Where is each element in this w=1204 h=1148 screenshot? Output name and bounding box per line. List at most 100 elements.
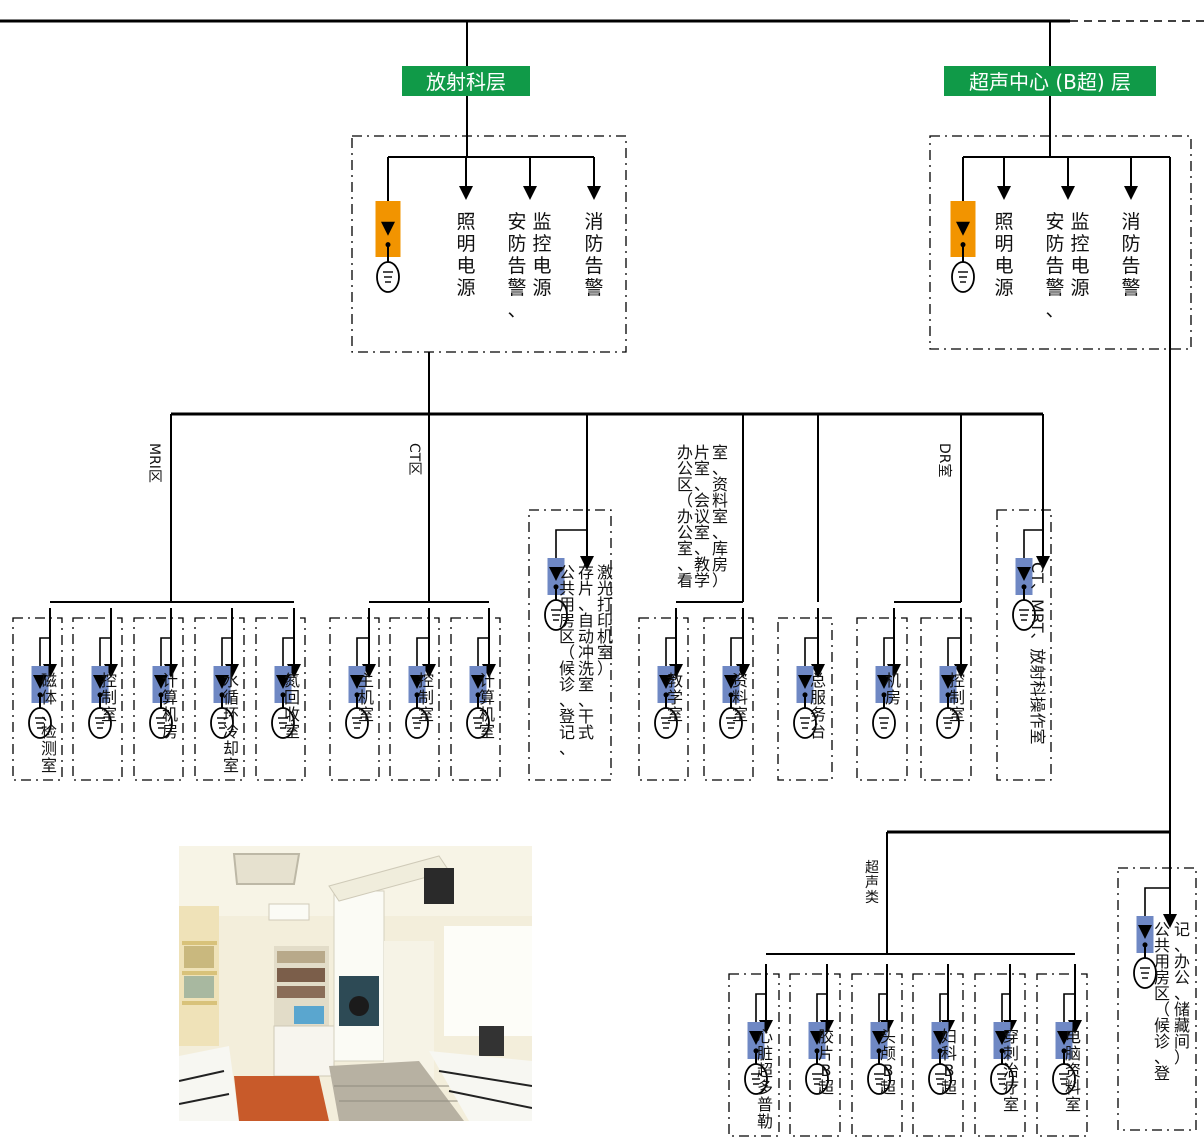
- breaker-feed: [1001, 993, 1010, 1022]
- operation-room-label: CT、MRT、放射科操作室: [1028, 562, 1047, 744]
- floor-panel-frame: [351, 135, 627, 353]
- breaker-feed: [416, 637, 429, 666]
- breaker-feed: [221, 637, 232, 666]
- arrow-down-icon: [587, 186, 601, 200]
- arrow-down-icon: [810, 1030, 824, 1045]
- arrow-down-icon: [381, 221, 395, 236]
- arrow-down-icon: [350, 674, 364, 689]
- arrow-down-icon: [471, 674, 485, 689]
- branch-label-ct: CT区: [406, 443, 422, 475]
- room-us-0-frame: [728, 973, 780, 1137]
- arrow-down-icon: [523, 186, 537, 200]
- breaker-feed: [99, 637, 111, 666]
- room-us-3-frame: [912, 973, 964, 1137]
- room-dr-1-label: 控制室: [949, 671, 965, 724]
- arrow-down-icon: [872, 1030, 886, 1045]
- room-us-5-frame: [1036, 973, 1088, 1137]
- arrow-down-icon: [93, 674, 107, 689]
- room-ct-1-frame: [389, 617, 440, 781]
- room-ct-0-label: 主机室: [358, 671, 374, 724]
- floor-label-bg: [944, 66, 1156, 96]
- room-us-5-label: 电脑资料室: [1065, 1027, 1081, 1114]
- room-dr-1-frame: [920, 617, 972, 781]
- laser-room-label-3: 公共用房区（候诊、登记、: [559, 563, 575, 758]
- room-public-us-frame: [1117, 867, 1197, 1131]
- arrow-down-icon: [995, 1030, 1009, 1045]
- branch-label-dr: DR室: [936, 443, 953, 478]
- room-us-4-label: 穿刺治疗室: [1003, 1027, 1019, 1114]
- arrow-down-icon: [459, 186, 473, 200]
- service-security: 安防告警、: [1045, 211, 1064, 321]
- laser-room-label-2: 存片、自动冲洗室、干式: [578, 563, 594, 742]
- room-dr-0-frame: [856, 617, 908, 781]
- room-mri-3-frame: [194, 617, 245, 781]
- arrow-down-icon: [1017, 566, 1031, 581]
- room-ct-1-label: 控制室: [418, 671, 434, 724]
- breaker-feed: [477, 637, 489, 666]
- service-lighting: 照明电源: [994, 211, 1013, 299]
- breaker-feed: [947, 637, 961, 666]
- service-monitor: 监控电源: [532, 211, 551, 299]
- arrow-down-icon: [941, 674, 955, 689]
- room-mri-1-label: 控制室: [101, 671, 117, 724]
- room-office-0-label: 教学室: [667, 671, 683, 724]
- service-lighting: 照明电源: [456, 211, 475, 299]
- floor-panel-frame: [929, 135, 1192, 350]
- breaker-feed: [356, 637, 369, 666]
- breaker-feed: [755, 993, 766, 1022]
- room-office-1-frame: [703, 617, 754, 781]
- room-office-1-label: 资料室: [732, 671, 748, 724]
- room-desk-label: 总服务台: [810, 671, 826, 741]
- arrow-down-icon: [954, 664, 968, 678]
- arrow-down-icon: [997, 186, 1011, 200]
- room-us-4-frame: [974, 973, 1026, 1137]
- arrow-down-icon: [1061, 186, 1075, 200]
- room-us-2-frame: [851, 973, 903, 1137]
- room-mri-0-frame: [12, 617, 63, 781]
- breaker-feed: [665, 637, 676, 666]
- room-mri-0-label: 磁体、检测室: [41, 671, 57, 775]
- breaker-feed: [282, 637, 294, 666]
- breaker-feed: [555, 529, 587, 558]
- arrow-down-icon: [877, 674, 891, 689]
- arrow-down-icon: [749, 1030, 763, 1045]
- room-ct-2-label: 计算机室: [479, 671, 495, 741]
- breaker-feed: [883, 637, 894, 666]
- arrow-down-icon: [798, 674, 812, 689]
- arrow-down-icon: [1124, 186, 1138, 200]
- breaker-feed: [1063, 993, 1075, 1022]
- arrow-down-icon: [549, 566, 563, 581]
- room-ct-0-frame: [329, 617, 380, 781]
- room-mri-2-label: 计算机房: [162, 671, 178, 741]
- office-label-1: 室、资料室、库房）: [712, 443, 728, 590]
- room-mri-4-frame: [255, 617, 306, 781]
- floor-label-bg: [402, 66, 530, 96]
- service-monitor: 监控电源: [1070, 211, 1089, 299]
- breaker-feed: [1023, 529, 1043, 558]
- room-mri-1-frame: [72, 617, 123, 781]
- photo-illustration: [179, 846, 532, 1121]
- laser-room-label-1: 激光打印机室）: [597, 563, 613, 678]
- breaker-feed: [39, 637, 50, 666]
- floor-label: 超声中心 (B超) 层: [969, 70, 1131, 94]
- arrow-down-icon: [659, 674, 673, 689]
- arrow-down-icon: [1163, 914, 1177, 928]
- breaker-feed: [160, 637, 171, 666]
- breaker-feed: [730, 637, 743, 666]
- arrow-down-icon: [724, 674, 738, 689]
- room-office-0-frame: [638, 617, 689, 781]
- floor-label: 放射科层: [426, 70, 506, 94]
- arrow-down-icon: [276, 674, 290, 689]
- arrow-down-icon: [154, 674, 168, 689]
- public-us-label-2: 公共用房区（候诊、登: [1154, 920, 1170, 1083]
- room-desk-frame: [777, 617, 833, 781]
- arrow-down-icon: [811, 664, 825, 678]
- office-label-3: 办公区（办公室、看: [677, 443, 693, 590]
- arrow-down-icon: [215, 674, 229, 689]
- room-us-1-frame: [789, 973, 841, 1137]
- arrow-down-icon: [33, 674, 47, 689]
